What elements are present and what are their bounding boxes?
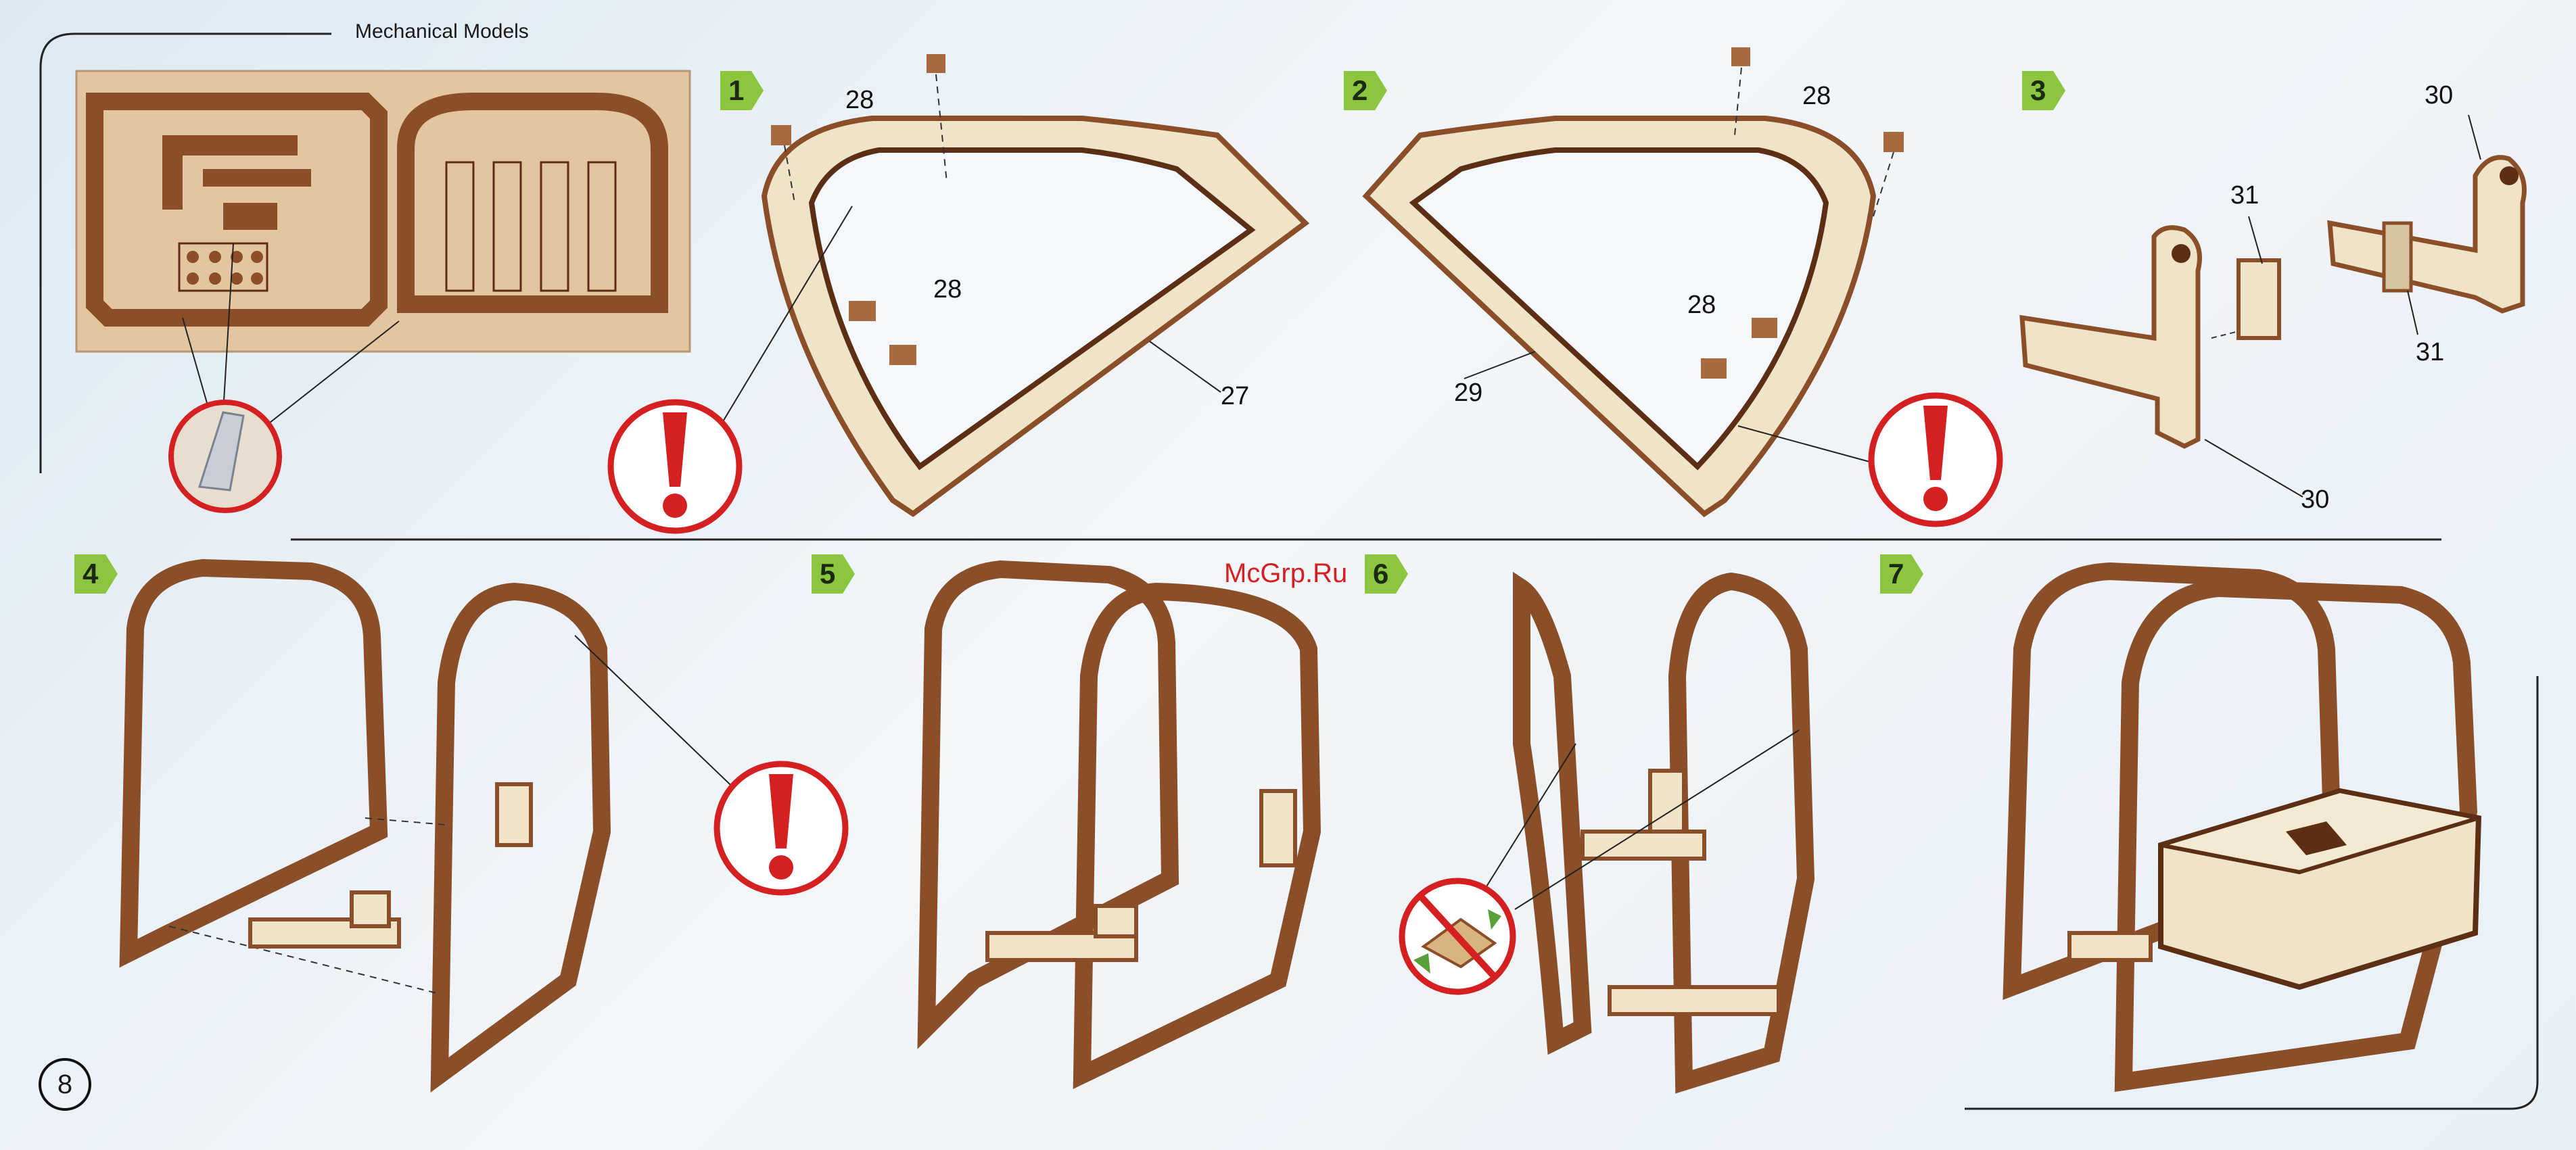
part-label: 31	[2230, 181, 2259, 210]
part-label: 28	[1802, 82, 1831, 111]
step-2-frame	[1366, 47, 1904, 514]
part-label: 30	[2301, 485, 2329, 514]
step-7-assembly	[2012, 571, 2479, 1082]
part-label: 28	[933, 275, 962, 304]
part-label: 31	[2416, 338, 2444, 367]
step-4-assembly	[128, 568, 744, 1075]
step-5-assembly	[927, 569, 1312, 1075]
section-title: Mechanical Models	[355, 20, 529, 43]
part-label: 27	[1221, 382, 1249, 411]
part-label: 30	[2425, 81, 2453, 110]
part-label: 28	[845, 86, 874, 115]
warning-icon	[611, 402, 739, 531]
part-label: 28	[1687, 291, 1716, 320]
part-label: 29	[1454, 379, 1482, 408]
step-6-assembly	[1474, 581, 1806, 1082]
plywood-sheet	[76, 71, 690, 352]
warning-icon	[717, 764, 845, 892]
warning-icon	[1871, 396, 2000, 524]
watermark: McGrp.Ru	[1224, 558, 1347, 589]
step-1-frame	[720, 54, 1305, 514]
step-3-brackets	[2022, 115, 2525, 497]
no-glue-icon	[1402, 881, 1513, 992]
page-number: 8	[39, 1058, 91, 1111]
